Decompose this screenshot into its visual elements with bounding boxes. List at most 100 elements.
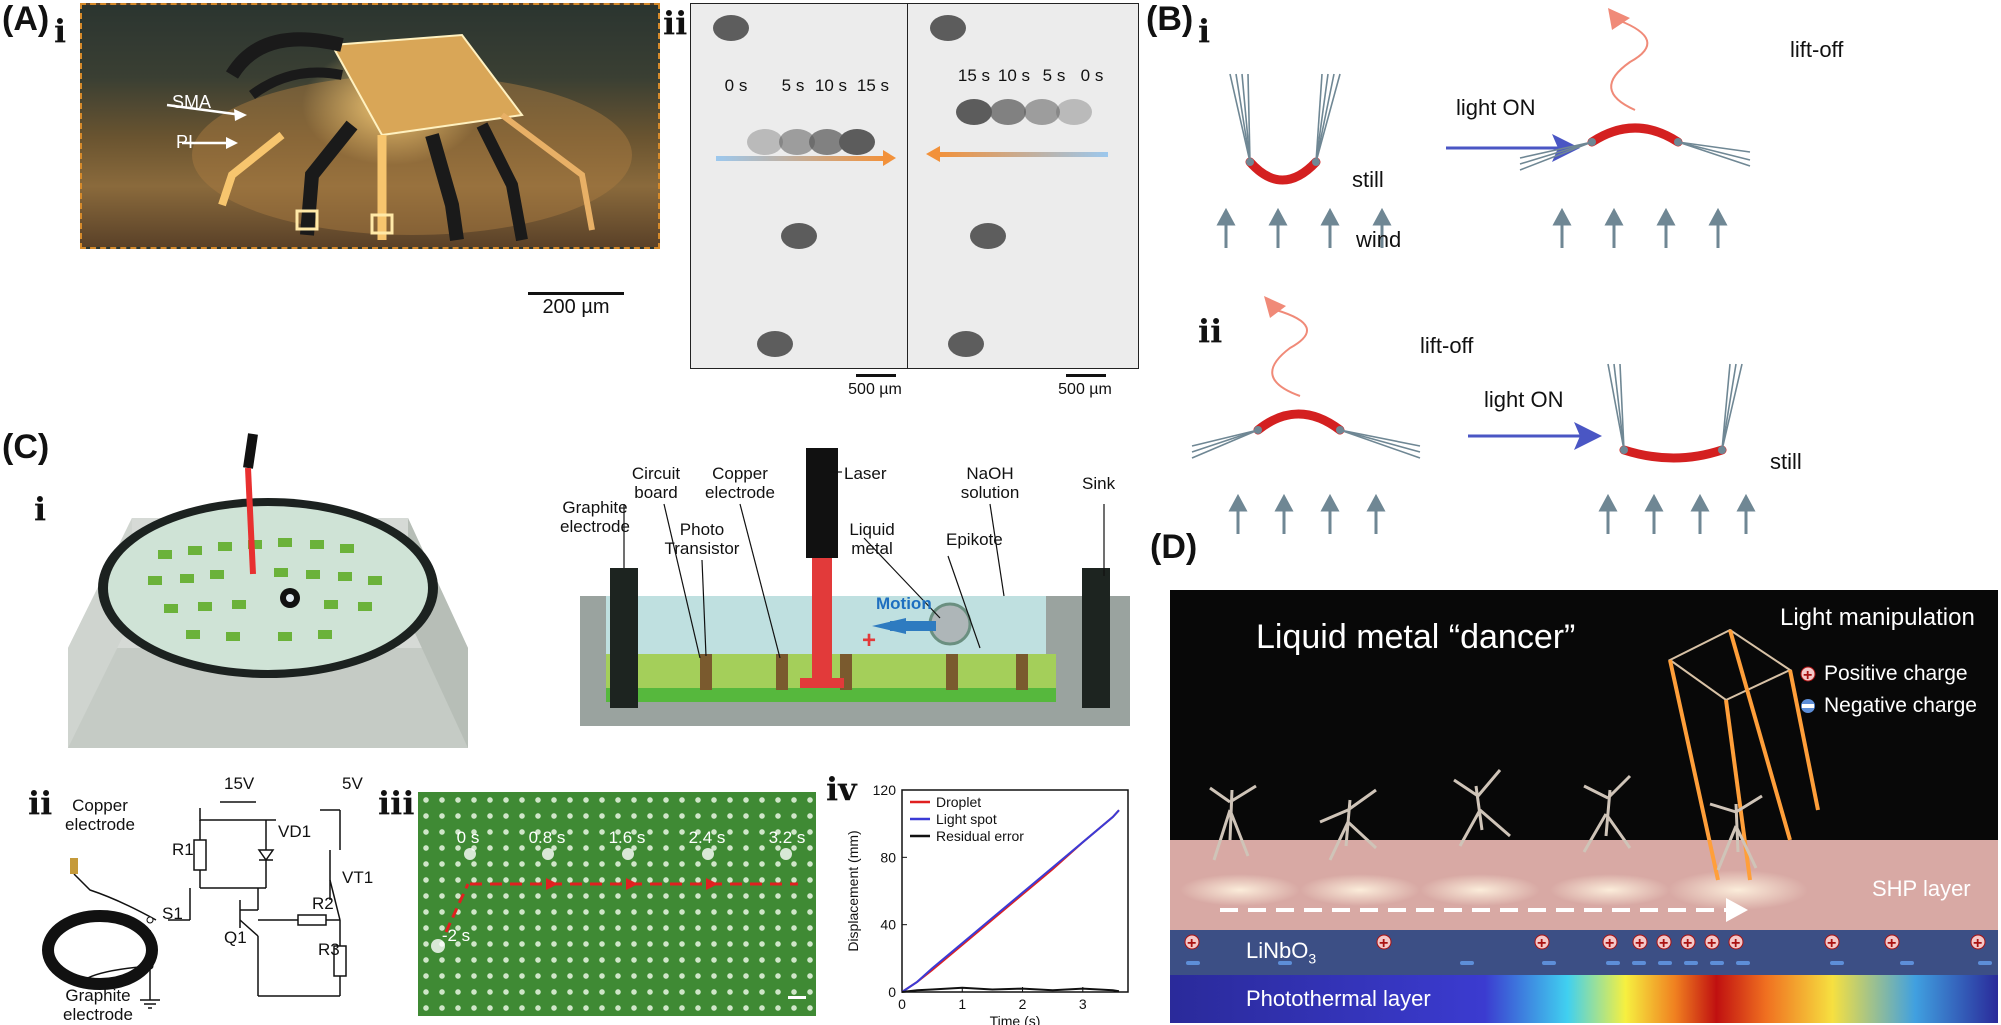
panel-b-ii-label: ii xyxy=(1198,312,1223,350)
r1-label: R1 xyxy=(172,840,194,859)
negative-charge-label: Negative charge xyxy=(1824,694,1977,717)
vd1-label: VD1 xyxy=(278,822,312,841)
wind-arrows-ii-right xyxy=(1598,493,1756,534)
naoh-label-2: solution xyxy=(960,483,1020,502)
crab-sequence-right: 15 s 10 s 5 s 0 s xyxy=(907,3,1139,369)
circuit-graphite-label-2: electrode xyxy=(63,1005,133,1024)
x-tick-label-2: 2 xyxy=(1019,996,1027,1012)
iii-time-0: 0 s xyxy=(456,828,480,847)
legend-label-1: Light spot xyxy=(936,811,997,827)
svg-text:+: + xyxy=(1537,935,1546,952)
wind-arrows-i-right xyxy=(1552,207,1728,248)
wind-label: wind xyxy=(1356,227,1402,252)
flyer-diagram xyxy=(1191,8,1756,534)
panel-c-label: (C) xyxy=(2,428,50,466)
motion-label: Motion xyxy=(876,594,932,613)
panel-b-label: (B) xyxy=(1146,0,1194,38)
panel-d-label: (D) xyxy=(1150,528,1198,566)
scale-bar-ii-right xyxy=(1066,374,1106,377)
svg-text:+: + xyxy=(1707,935,1716,952)
panel-a-label: (A) xyxy=(2,0,50,38)
dancer-scene-art: + + + + + + + + + + + + xyxy=(1170,628,1998,1023)
legend-label-2: Residual error xyxy=(936,828,1024,844)
laser-label: Laser xyxy=(844,464,887,483)
voltage-5v: 5V xyxy=(342,774,363,793)
svg-text:+: + xyxy=(1731,935,1740,952)
svg-text:+: + xyxy=(1973,935,1982,952)
sink-label: Sink xyxy=(1082,474,1116,493)
panel-c-i-label: i xyxy=(34,490,47,528)
flyer-still-i xyxy=(1229,73,1341,185)
circuit-schematic xyxy=(42,801,347,1009)
series-line-2 xyxy=(901,986,1120,993)
chart-frame xyxy=(901,789,1129,993)
circuit-graphite-label-1: Graphite xyxy=(65,986,131,1005)
scale-label-ii-left: 500 µm xyxy=(848,381,902,398)
x-tick-label-3: 3 xyxy=(1079,996,1087,1012)
graphite-electrode-label-2: electrode xyxy=(560,517,630,536)
light-on-label-i: light ON xyxy=(1456,95,1536,120)
x-tick-label-1: 1 xyxy=(958,996,966,1012)
panel-c-iii-label: iii xyxy=(378,784,415,822)
shp-layer-label: SHP layer xyxy=(1872,876,1971,901)
linbo3-main: LiNbO xyxy=(1246,938,1309,963)
graphite-electrode-label-1: Graphite xyxy=(562,498,628,517)
pi-label: PI xyxy=(176,132,194,152)
vt1-label: VT1 xyxy=(342,868,374,887)
crab-robot-photo: SMA PI xyxy=(80,3,660,249)
panel-a-i-label: i xyxy=(54,12,67,50)
copper-electrode-label-1: Copper xyxy=(712,464,768,483)
circuit-board-label-1: Circuit xyxy=(631,464,681,483)
light-arrow-i xyxy=(1446,134,1580,162)
y-tick-label-1: 40 xyxy=(880,917,896,933)
r3-label: R3 xyxy=(318,940,340,959)
droplet-path xyxy=(431,848,806,999)
liquid-metal-label-2: metal xyxy=(851,539,893,558)
svg-text:+: + xyxy=(862,627,876,654)
panel-c-iv-label: iv xyxy=(826,770,857,808)
light-manipulation-label: Light manipulation xyxy=(1780,604,1975,631)
time-right-1: 10 s xyxy=(997,66,1031,85)
svg-text:+: + xyxy=(1379,935,1388,952)
panel-a-ii-label: ii xyxy=(663,4,688,42)
copper-electrode-label-2: electrode xyxy=(705,483,775,502)
iii-time-3: 2.4 s xyxy=(688,828,726,847)
x-axis-label: Time (s) xyxy=(990,1013,1041,1025)
scale-bar-main xyxy=(528,292,624,295)
dish-3d-view xyxy=(68,433,468,748)
scale-label-main: 200 µm xyxy=(542,296,610,318)
iii-start-time: -2 s xyxy=(441,926,471,945)
flyer-liftoff-i xyxy=(1519,8,1751,171)
epikote-label: Epikote xyxy=(946,530,1003,549)
iii-time-4: 3.2 s xyxy=(768,828,806,847)
time-left-1: 5 s xyxy=(781,76,805,95)
series-line-1 xyxy=(901,809,1120,993)
circuit-copper-label-1: Copper xyxy=(72,796,128,815)
r2-label: R2 xyxy=(312,894,334,913)
x-tick-label-0: 0 xyxy=(898,996,906,1012)
dancer-scene: + + + + + + + + + + + + xyxy=(1170,590,1998,1023)
svg-text:+: + xyxy=(1827,935,1836,952)
crab-illustration xyxy=(166,32,632,242)
crab-sequence-left-art xyxy=(713,15,896,357)
y-axis-label: Displacement (mm) xyxy=(845,830,861,951)
linbo3-sub: 3 xyxy=(1308,950,1317,967)
circuit-copper-label-2: electrode xyxy=(65,815,135,834)
droplet-micrograph: 0 s 0.8 s 1.6 s 2.4 s 3.2 s -2 s xyxy=(418,792,816,1016)
still-label-i: still xyxy=(1352,167,1384,192)
time-right-2: 5 s xyxy=(1042,66,1066,85)
svg-text:+: + xyxy=(1887,935,1896,952)
y-tick-label-0: 0 xyxy=(888,984,896,1000)
time-right-0: 15 s xyxy=(957,66,991,85)
legend-label-0: Droplet xyxy=(936,794,981,810)
light-on-label-ii: light ON xyxy=(1484,387,1564,412)
flyer-still-ii xyxy=(1607,363,1743,463)
voltage-15v: 15V xyxy=(224,774,255,793)
iii-time-1: 0.8 s xyxy=(528,828,566,847)
panel-c-ii-label: ii xyxy=(28,784,53,822)
s1-label: S1 xyxy=(162,904,183,923)
iii-time-2: 1.6 s xyxy=(608,828,646,847)
svg-text:+: + xyxy=(1635,935,1644,952)
sma-label: SMA xyxy=(172,92,212,112)
time-left-0: 0 s xyxy=(724,76,748,95)
